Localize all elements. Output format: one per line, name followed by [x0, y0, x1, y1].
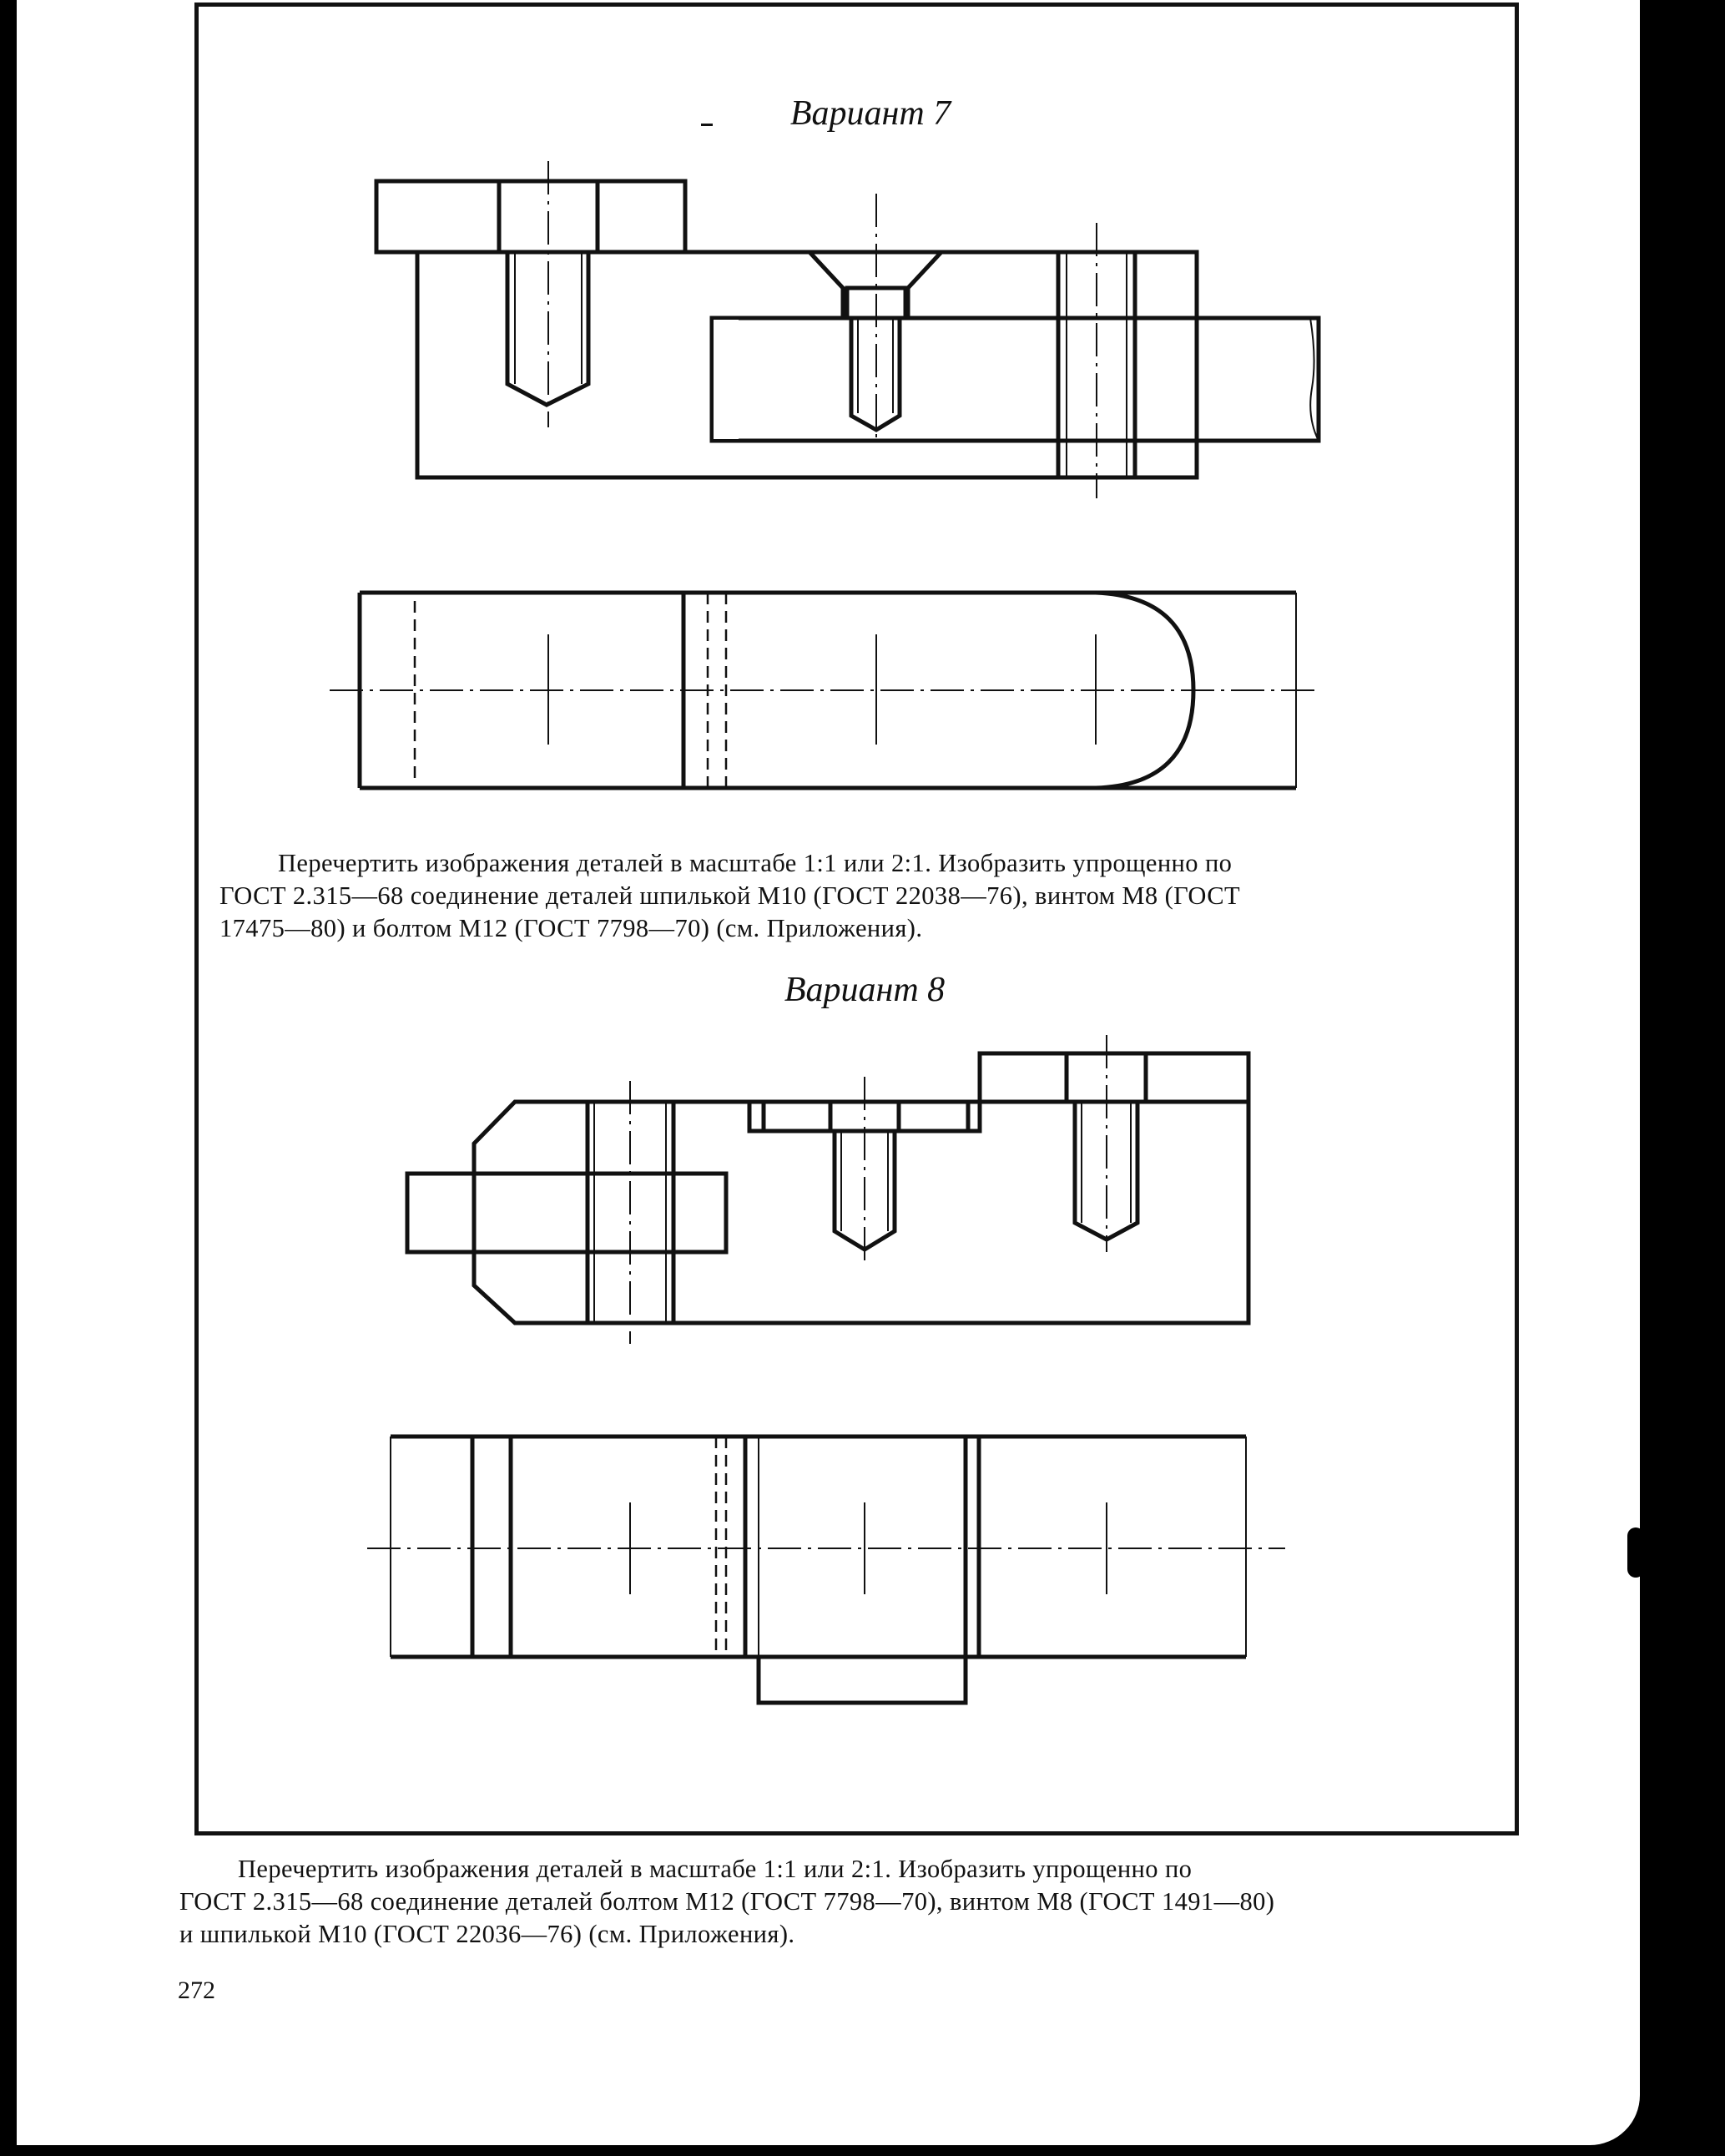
variant-7-section-view — [374, 161, 1321, 498]
variant-7-plan-view — [330, 590, 1319, 790]
variant-7-title: Вариант 7 — [789, 94, 951, 133]
caption-line: Перечертить изображения деталей в масшта… — [238, 1855, 1193, 1883]
variant-8-section-view — [405, 1035, 1251, 1344]
caption-line: ГОСТ 2.315—68 соединение деталей болтом … — [179, 1887, 1275, 1916]
variant-8-title: Вариант 8 — [784, 971, 946, 1009]
caption-line: и шпилькой М10 (ГОСТ 22036—76) (см. Прил… — [179, 1920, 795, 1948]
document-page: Вариант 7 — [17, 0, 1640, 2145]
stray-dash-mark — [701, 124, 713, 126]
variant-8-plan-view — [367, 1434, 1285, 1705]
drawing-frame — [194, 3, 1519, 1835]
caption-line: 17475—80) и болтом М12 (ГОСТ 7798—70) (с… — [219, 914, 923, 942]
scan-edge-artifact — [1627, 1527, 1644, 1578]
caption-line: Перечертить изображения деталей в масшта… — [278, 849, 1233, 877]
page-number: 272 — [178, 1977, 215, 2004]
variant-8-caption: Перечертить изображения деталей в масшта… — [179, 1853, 1531, 1951]
variant-7-caption: Перечертить изображения деталей в масшта… — [219, 847, 1471, 945]
caption-line: ГОСТ 2.315—68 соединение деталей шпилько… — [219, 881, 1241, 910]
